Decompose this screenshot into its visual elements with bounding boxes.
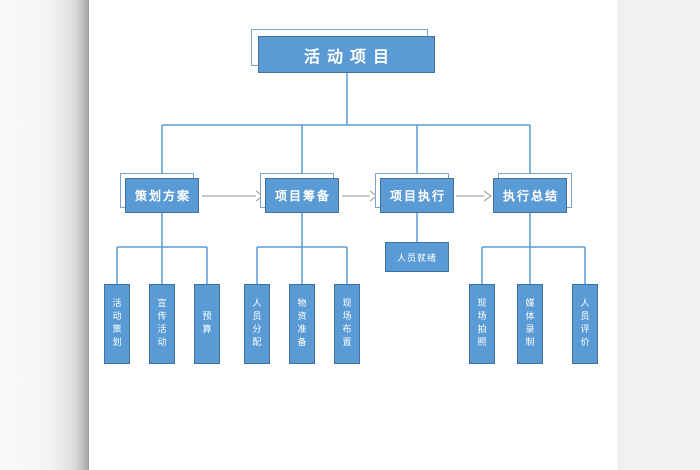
stage-planning: 策划方案 bbox=[125, 178, 199, 213]
leaf-site-photos-label: 现场拍照 bbox=[476, 298, 487, 350]
leaf-promotion: 宣传活动 bbox=[149, 284, 175, 364]
page-edge-shadow bbox=[0, 0, 89, 470]
leaf-promotion-label: 宣传活动 bbox=[156, 298, 167, 350]
node-staff-ready-label: 人员就绪 bbox=[396, 252, 437, 263]
document-page bbox=[89, 0, 617, 470]
node-staff-ready: 人员就绪 bbox=[385, 242, 449, 272]
stage-planning-label: 策划方案 bbox=[134, 189, 191, 203]
leaf-activity-planning: 活动策划 bbox=[104, 284, 130, 364]
leaf-material-prep-label: 物资准备 bbox=[296, 298, 307, 350]
root-node-label: 活动项目 bbox=[303, 48, 396, 66]
leaf-staff-evaluation: 人员评价 bbox=[572, 284, 598, 364]
stage-execution-label: 项目执行 bbox=[389, 189, 446, 203]
stage-preparation: 项目筹备 bbox=[265, 178, 339, 213]
leaf-site-setup-label: 现场布置 bbox=[341, 298, 352, 350]
stage-summary: 执行总结 bbox=[493, 178, 567, 213]
stage-preparation-label: 项目筹备 bbox=[274, 189, 331, 203]
stage-summary-label: 执行总结 bbox=[502, 189, 559, 203]
tree-connectors bbox=[116, 73, 586, 284]
stage-execution: 项目执行 bbox=[380, 178, 454, 213]
leaf-activity-planning-label: 活动策划 bbox=[111, 298, 122, 350]
leaf-site-photos: 现场拍照 bbox=[469, 284, 495, 364]
root-node: 活动项目 bbox=[258, 36, 435, 73]
leaf-staff-allocation: 人员分配 bbox=[244, 284, 270, 364]
leaf-staff-allocation-label: 人员分配 bbox=[251, 298, 262, 350]
leaf-media-recording-label: 媒体录制 bbox=[524, 298, 535, 350]
leaf-material-prep: 物资准备 bbox=[289, 284, 315, 364]
leaf-site-setup: 现场布置 bbox=[334, 284, 360, 364]
leaf-budget-label: 预算 bbox=[201, 311, 212, 337]
leaf-staff-evaluation-label: 人员评价 bbox=[579, 298, 590, 350]
leaf-media-recording: 媒体录制 bbox=[517, 284, 543, 364]
leaf-budget: 预算 bbox=[194, 284, 220, 364]
